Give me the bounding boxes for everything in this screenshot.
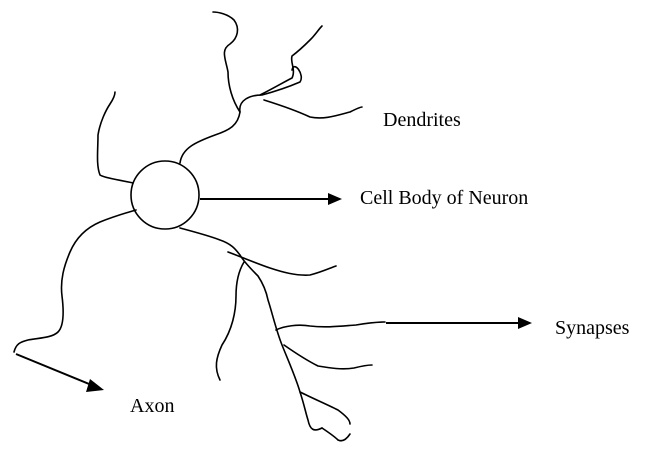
synapses-label: Synapses [555, 318, 629, 338]
dendrite-upper-branch-right [264, 100, 362, 118]
dendrite-upper-branch-left [213, 12, 240, 112]
dendrite-lower-branch-2 [216, 262, 244, 380]
dendrite-lower-branch-4 [284, 345, 372, 369]
axon-arrow-line [16, 354, 94, 386]
synapses-arrow-head [518, 317, 532, 329]
cell-body-label: Cell Body of Neuron [360, 188, 528, 208]
dendrite-lower-main [180, 228, 322, 430]
axon-arrow-head [86, 379, 104, 392]
cell-body-circle [131, 161, 199, 229]
dendrite-lower-tail [322, 428, 350, 441]
dendrite-upper-left [98, 92, 134, 183]
dendrite-upper-branch-mid [260, 26, 322, 95]
axon-label: Axon [130, 396, 174, 416]
cell-body-arrow-head [328, 193, 342, 205]
dendrites-label: Dendrites [383, 110, 461, 130]
dendrite-lower-branch-1 [228, 252, 336, 275]
axon-path [14, 210, 136, 352]
dendrite-upper-main [180, 67, 301, 163]
dendrite-lower-branch-3 [276, 322, 385, 330]
